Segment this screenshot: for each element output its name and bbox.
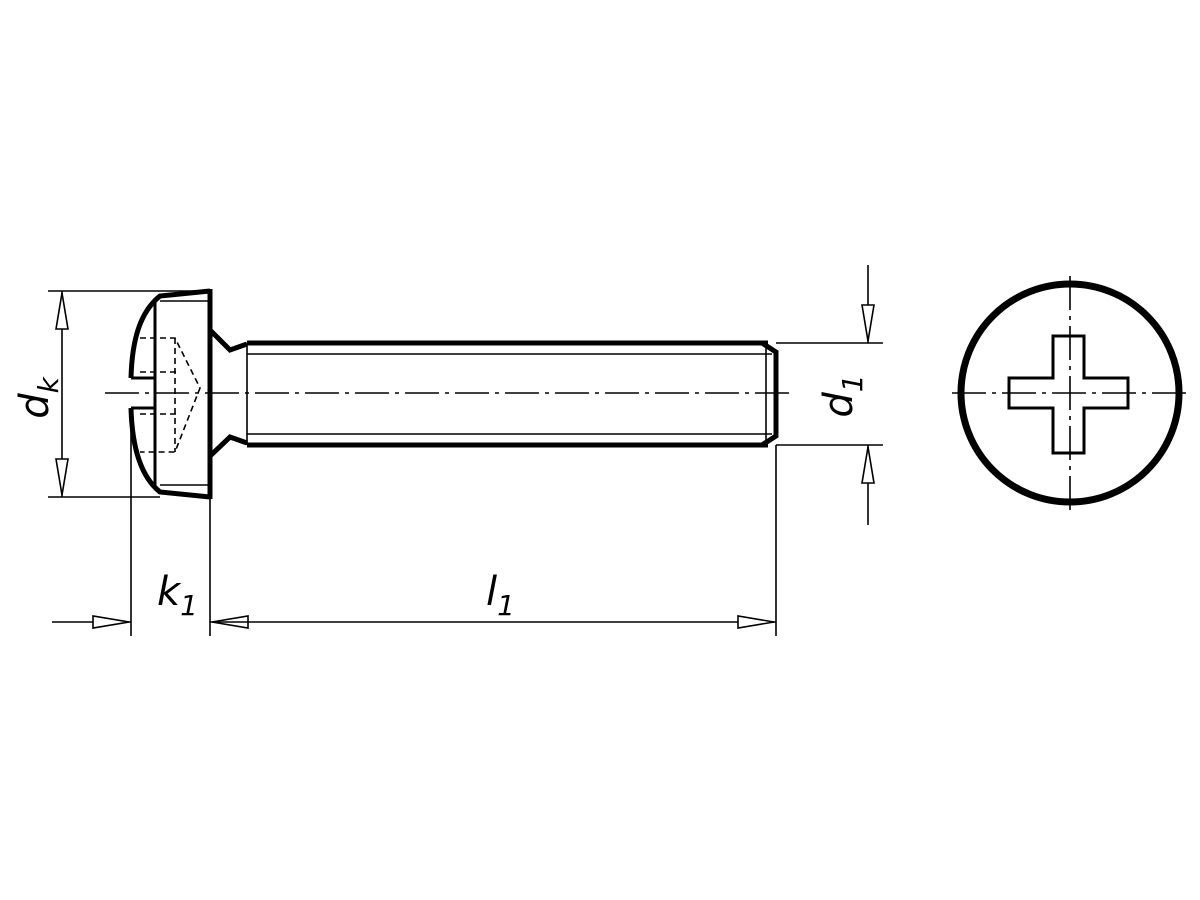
dimension-l1: l1: [210, 445, 777, 636]
screw-side-view: [105, 288, 790, 500]
d1-arrowhead-top: [861, 304, 875, 342]
dk-arrowhead-top: [55, 292, 69, 330]
dimension-d1: d1: [776, 265, 883, 525]
screw-end-view: [952, 276, 1188, 510]
l1-label: l1: [486, 569, 515, 622]
cross-recess-hidden: [140, 337, 201, 453]
screw-point-chamfer: [760, 340, 779, 448]
k1-label: k1: [157, 569, 198, 622]
l1-arrowhead-right: [737, 615, 775, 629]
head-dome-upper: [128, 288, 211, 379]
dk-arrowhead-bottom: [55, 458, 69, 496]
k1-arrowhead-left: [92, 615, 130, 629]
underhead-fillet-upper: [208, 328, 248, 353]
head-outline-circle: [957, 280, 1183, 506]
dimension-dk: dk: [12, 290, 210, 498]
phillips-cross-recess: [1007, 334, 1130, 455]
d1-label: d1: [816, 374, 869, 417]
underhead-fillet-lower: [208, 434, 248, 458]
dimension-k1: k1: [52, 408, 249, 636]
dk-label: dk: [12, 375, 65, 418]
screw-shank: [246, 340, 779, 448]
screw-head: [128, 288, 248, 500]
d1-arrowhead-bottom: [861, 446, 875, 484]
recess-outline: [140, 337, 201, 453]
